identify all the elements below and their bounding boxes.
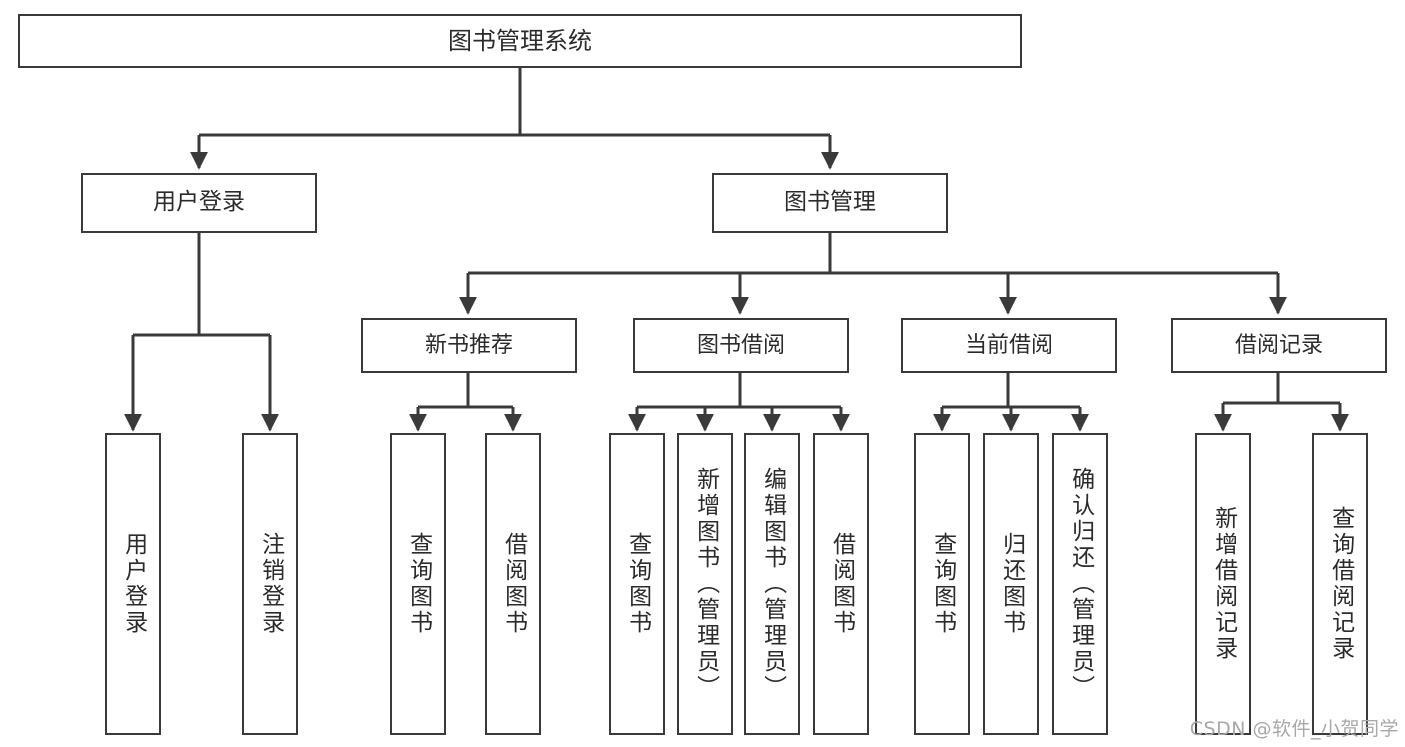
leaf-query-book-1-label: 查询图书 — [405, 532, 432, 636]
leaf-return-book[interactable]: 归还图书 — [983, 433, 1039, 735]
leaf-query-record-label: 查询借阅记录 — [1327, 506, 1354, 662]
leaf-query-book-2[interactable]: 查询图书 — [609, 433, 665, 735]
leaf-edit-book-label: 编辑图书（管理员） — [759, 467, 786, 701]
node-root-label: 图书管理系统 — [448, 26, 592, 55]
leaf-user-login-label: 用户登录 — [120, 532, 147, 636]
leaf-query-book-1[interactable]: 查询图书 — [390, 433, 446, 735]
leaf-query-record[interactable]: 查询借阅记录 — [1312, 433, 1368, 735]
leaf-borrow-book-2[interactable]: 借阅图书 — [813, 433, 869, 735]
leaf-query-book-3-label: 查询图书 — [929, 532, 956, 636]
node-book-manage[interactable]: 图书管理 — [712, 173, 948, 233]
leaf-query-book-2-label: 查询图书 — [624, 532, 651, 636]
leaf-add-book[interactable]: 新增图书（管理员） — [677, 433, 733, 735]
node-current-borrow[interactable]: 当前借阅 — [901, 318, 1117, 373]
leaf-query-book-3[interactable]: 查询图书 — [914, 433, 970, 735]
leaf-confirm-return-label: 确认归还（管理员） — [1067, 467, 1094, 701]
node-book-borrow-label: 图书借阅 — [696, 332, 785, 358]
leaf-logout-login-label: 注销登录 — [257, 532, 284, 636]
leaf-return-book-label: 归还图书 — [998, 532, 1025, 636]
leaf-borrow-book-1-label: 借阅图书 — [500, 532, 527, 636]
node-user-login[interactable]: 用户登录 — [81, 173, 317, 233]
leaf-user-login[interactable]: 用户登录 — [105, 433, 161, 735]
node-borrow-record-label: 借阅记录 — [1234, 332, 1323, 358]
node-root[interactable]: 图书管理系统 — [18, 14, 1022, 68]
node-book-manage-label: 图书管理 — [784, 189, 876, 216]
csdn-watermark: CSDN @软件_小贺同学 — [1189, 718, 1399, 740]
leaf-logout-login[interactable]: 注销登录 — [242, 433, 298, 735]
leaf-confirm-return[interactable]: 确认归还（管理员） — [1052, 433, 1108, 735]
node-current-borrow-label: 当前借阅 — [964, 332, 1053, 358]
node-user-login-label: 用户登录 — [153, 189, 245, 216]
leaf-borrow-book-2-label: 借阅图书 — [828, 532, 855, 636]
node-borrow-record[interactable]: 借阅记录 — [1171, 318, 1387, 373]
leaf-add-record[interactable]: 新增借阅记录 — [1195, 433, 1251, 735]
node-book-borrow[interactable]: 图书借阅 — [633, 318, 849, 373]
node-new-book-recommend[interactable]: 新书推荐 — [361, 318, 577, 373]
leaf-add-book-label: 新增图书（管理员） — [692, 467, 719, 701]
leaf-add-record-label: 新增借阅记录 — [1210, 506, 1237, 662]
leaf-edit-book[interactable]: 编辑图书（管理员） — [744, 433, 800, 735]
leaf-borrow-book-1[interactable]: 借阅图书 — [485, 433, 541, 735]
node-new-book-recommend-label: 新书推荐 — [424, 332, 513, 358]
